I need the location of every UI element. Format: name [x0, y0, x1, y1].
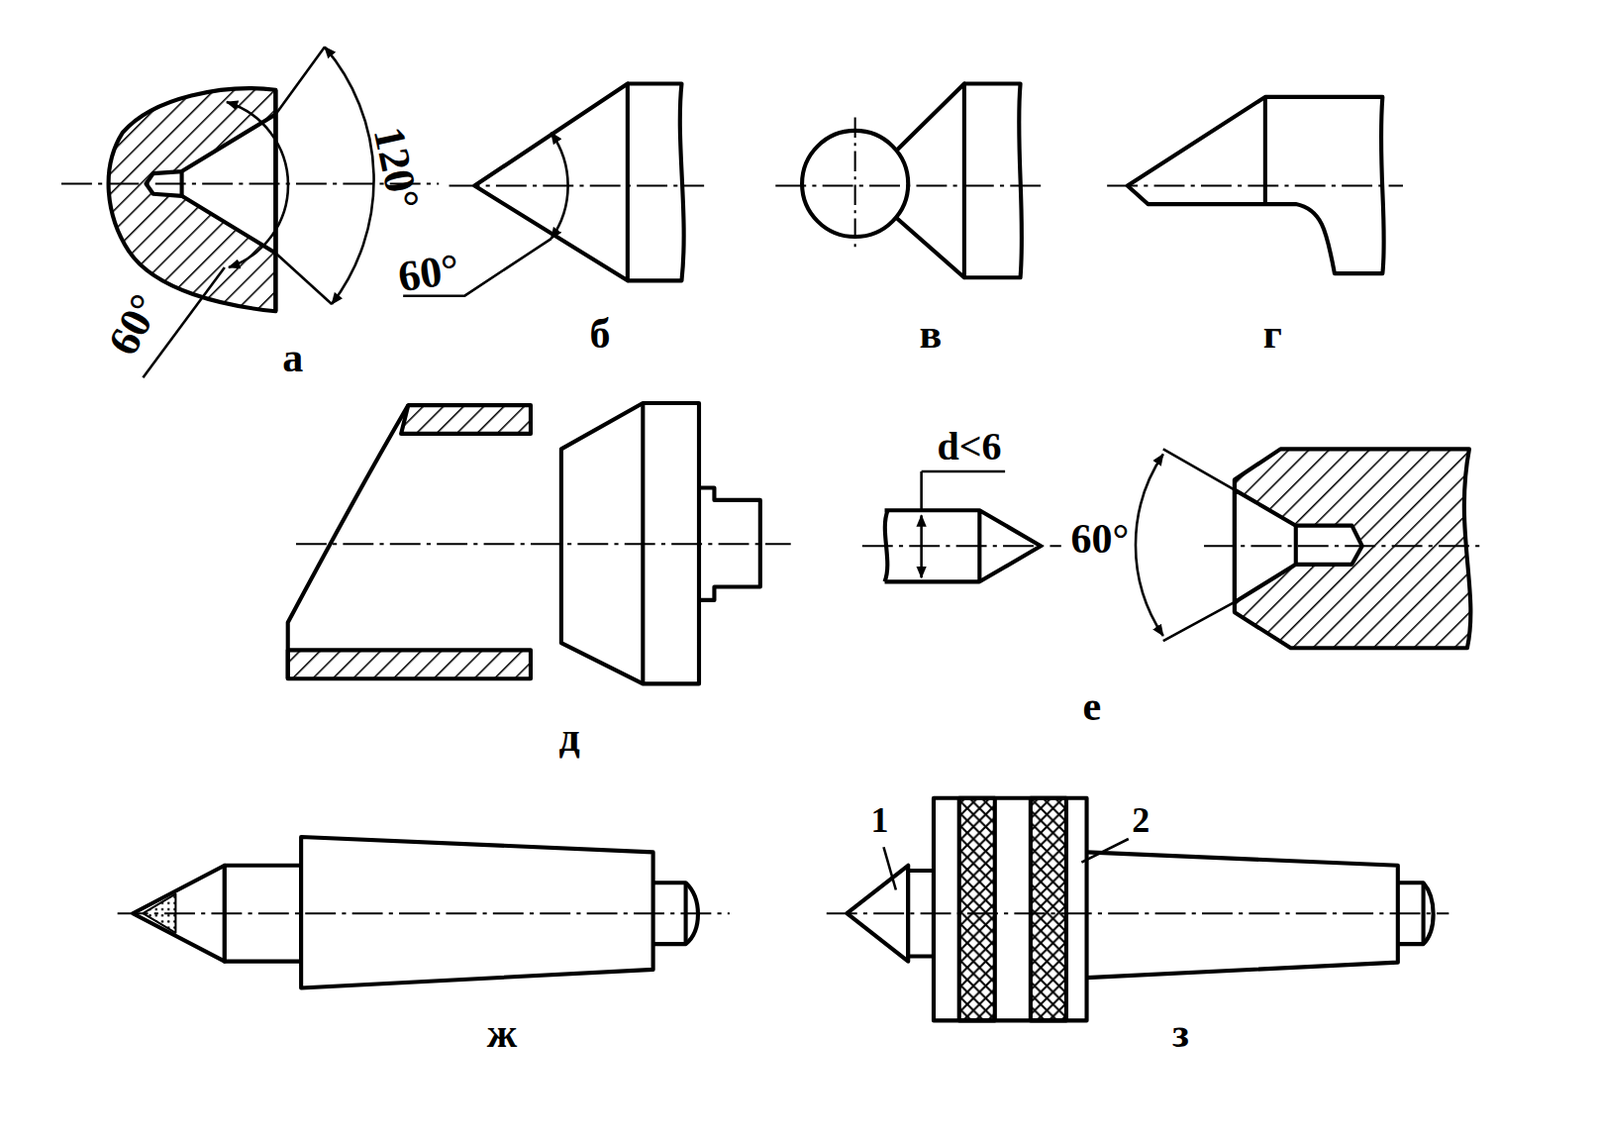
callout-number: 2: [1131, 801, 1150, 838]
figure-letter: в: [919, 312, 943, 355]
figure-letter: ж: [487, 1011, 517, 1054]
figure-letter: б: [590, 312, 611, 355]
dimension-diameter: d<6: [937, 426, 1002, 467]
callout-number: 1: [870, 801, 889, 838]
figure-letter: з: [1172, 1011, 1190, 1054]
figure-letter: д: [558, 715, 580, 758]
figure-letter: е: [1082, 685, 1101, 727]
figure-letter: а: [282, 336, 303, 379]
figure-letter: г: [1263, 312, 1283, 355]
dimension-angle: 120°: [366, 123, 426, 214]
dimension-angle: 60°: [1071, 517, 1130, 560]
dimension-angle: 60°: [395, 247, 462, 300]
dimension-angle: 60°: [100, 287, 169, 362]
